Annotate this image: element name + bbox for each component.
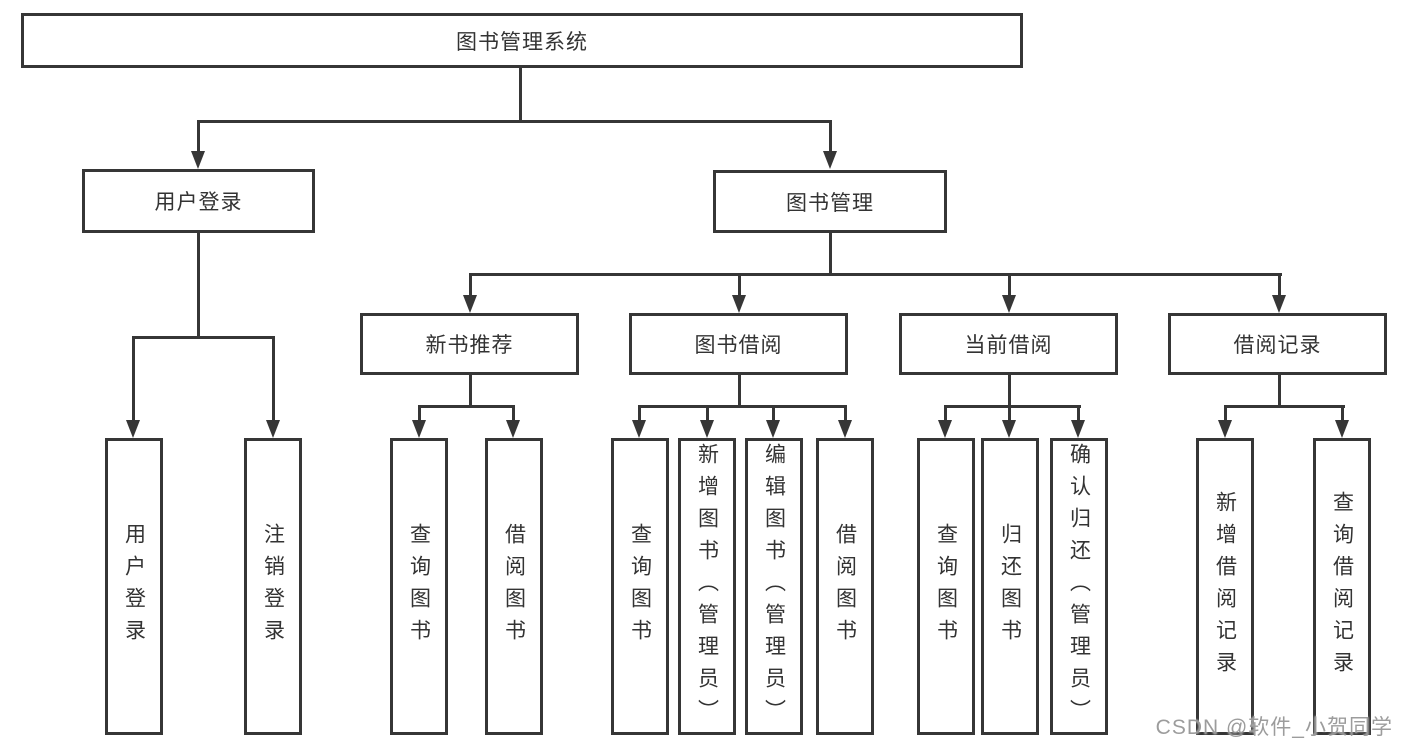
leaf-query-books-borrowing: 查询图书 <box>611 438 669 735</box>
leaf-label: 新增图书（管理员） <box>695 442 719 731</box>
leaf-borrow-books-recommend: 借阅图书 <box>485 438 543 735</box>
arrow-down-icon <box>838 420 852 438</box>
leaf-label: 查询借阅记录 <box>1330 490 1354 683</box>
connector-user-login-stem <box>197 233 200 336</box>
connector-drop <box>1008 405 1011 422</box>
leaf-label: 用户登录 <box>122 522 146 651</box>
leaf-label: 确认归还（管理员） <box>1067 442 1091 731</box>
connector-drop <box>706 405 709 422</box>
arrow-down-icon <box>191 151 205 169</box>
node-new-book-recommend: 新书推荐 <box>360 313 579 375</box>
connector-drop <box>512 405 515 422</box>
leaf-label: 查询图书 <box>934 522 958 651</box>
arrow-down-icon <box>632 420 646 438</box>
leaf-label: 查询图书 <box>407 522 431 651</box>
leaf-query-books-recommend: 查询图书 <box>390 438 448 735</box>
connector-new-book-stem <box>469 375 472 405</box>
leaf-edit-book-admin: 编辑图书（管理员） <box>745 438 803 735</box>
leaf-query-borrow-record: 查询借阅记录 <box>1313 438 1371 735</box>
arrow-down-icon <box>766 420 780 438</box>
node-borrowing-records: 借阅记录 <box>1168 313 1387 375</box>
connector-drop-book-borrowing <box>738 273 741 297</box>
arrow-down-icon <box>1272 295 1286 313</box>
connector-new-book-bar <box>418 405 515 408</box>
leaf-add-borrow-record: 新增借阅记录 <box>1196 438 1254 735</box>
connector-drop <box>418 405 421 422</box>
connector-borrowing-records-bar <box>1224 405 1345 408</box>
leaf-add-book-admin: 新增图书（管理员） <box>678 438 736 735</box>
leaf-label: 查询图书 <box>628 522 652 651</box>
connector-current-borrowing-bar <box>944 405 1081 408</box>
arrow-down-icon <box>823 151 837 169</box>
connector-drop-user-login <box>197 120 200 152</box>
leaf-label: 归还图书 <box>998 522 1022 651</box>
leaf-label: 注销登录 <box>261 522 285 651</box>
connector-drop-borrowing-records <box>1278 273 1281 297</box>
leaf-user-login: 用户登录 <box>105 438 163 735</box>
connector-book-management-bar <box>469 273 1282 276</box>
connector-drop <box>772 405 775 422</box>
connector-drop <box>1224 405 1227 422</box>
arrow-down-icon <box>412 420 426 438</box>
node-library-management-system: 图书管理系统 <box>21 13 1023 68</box>
leaf-logout: 注销登录 <box>244 438 302 735</box>
connector-drop-leaf-logout <box>272 336 275 420</box>
leaf-label: 借阅图书 <box>833 522 857 651</box>
arrow-down-icon <box>1002 420 1016 438</box>
leaf-label: 借阅图书 <box>502 522 526 651</box>
connector-root-stem <box>519 68 522 120</box>
node-user-login: 用户登录 <box>82 169 315 233</box>
leaf-confirm-return-admin: 确认归还（管理员） <box>1050 438 1108 735</box>
connector-drop-leaf-user-login <box>132 336 135 420</box>
arrow-down-icon <box>506 420 520 438</box>
arrow-down-icon <box>1335 420 1349 438</box>
connector-drop <box>638 405 641 422</box>
node-book-borrowing: 图书借阅 <box>629 313 848 375</box>
connector-drop-new-book <box>469 273 472 297</box>
arrow-down-icon <box>463 295 477 313</box>
connector-book-management-stem <box>829 233 832 273</box>
arrow-down-icon <box>938 420 952 438</box>
arrow-down-icon <box>700 420 714 438</box>
connector-root-bar <box>197 120 832 123</box>
arrow-down-icon <box>1218 420 1232 438</box>
connector-current-borrowing-stem <box>1008 375 1011 405</box>
arrow-down-icon <box>1071 420 1085 438</box>
connector-user-login-bar <box>132 336 275 339</box>
leaf-borrow-books-borrowing: 借阅图书 <box>816 438 874 735</box>
leaf-query-books-current: 查询图书 <box>917 438 975 735</box>
arrow-down-icon <box>266 420 280 438</box>
node-book-management: 图书管理 <box>713 170 947 233</box>
leaf-label: 新增借阅记录 <box>1213 490 1237 683</box>
connector-borrowing-records-stem <box>1278 375 1281 405</box>
connector-drop <box>1077 405 1080 422</box>
connector-drop <box>944 405 947 422</box>
leaf-return-book: 归还图书 <box>981 438 1039 735</box>
connector-drop-book-management <box>829 120 832 152</box>
leaf-label: 编辑图书（管理员） <box>762 442 786 731</box>
connector-drop <box>1341 405 1344 422</box>
node-current-borrowing: 当前借阅 <box>899 313 1118 375</box>
arrow-down-icon <box>1002 295 1016 313</box>
connector-book-borrowing-stem <box>738 375 741 405</box>
csdn-watermark: CSDN @软件_小贺同学 <box>1155 716 1393 739</box>
arrow-down-icon <box>732 295 746 313</box>
arrow-down-icon <box>126 420 140 438</box>
connector-drop-current-borrowing <box>1008 273 1011 297</box>
connector-drop <box>844 405 847 422</box>
connector-book-borrowing-bar <box>638 405 847 408</box>
